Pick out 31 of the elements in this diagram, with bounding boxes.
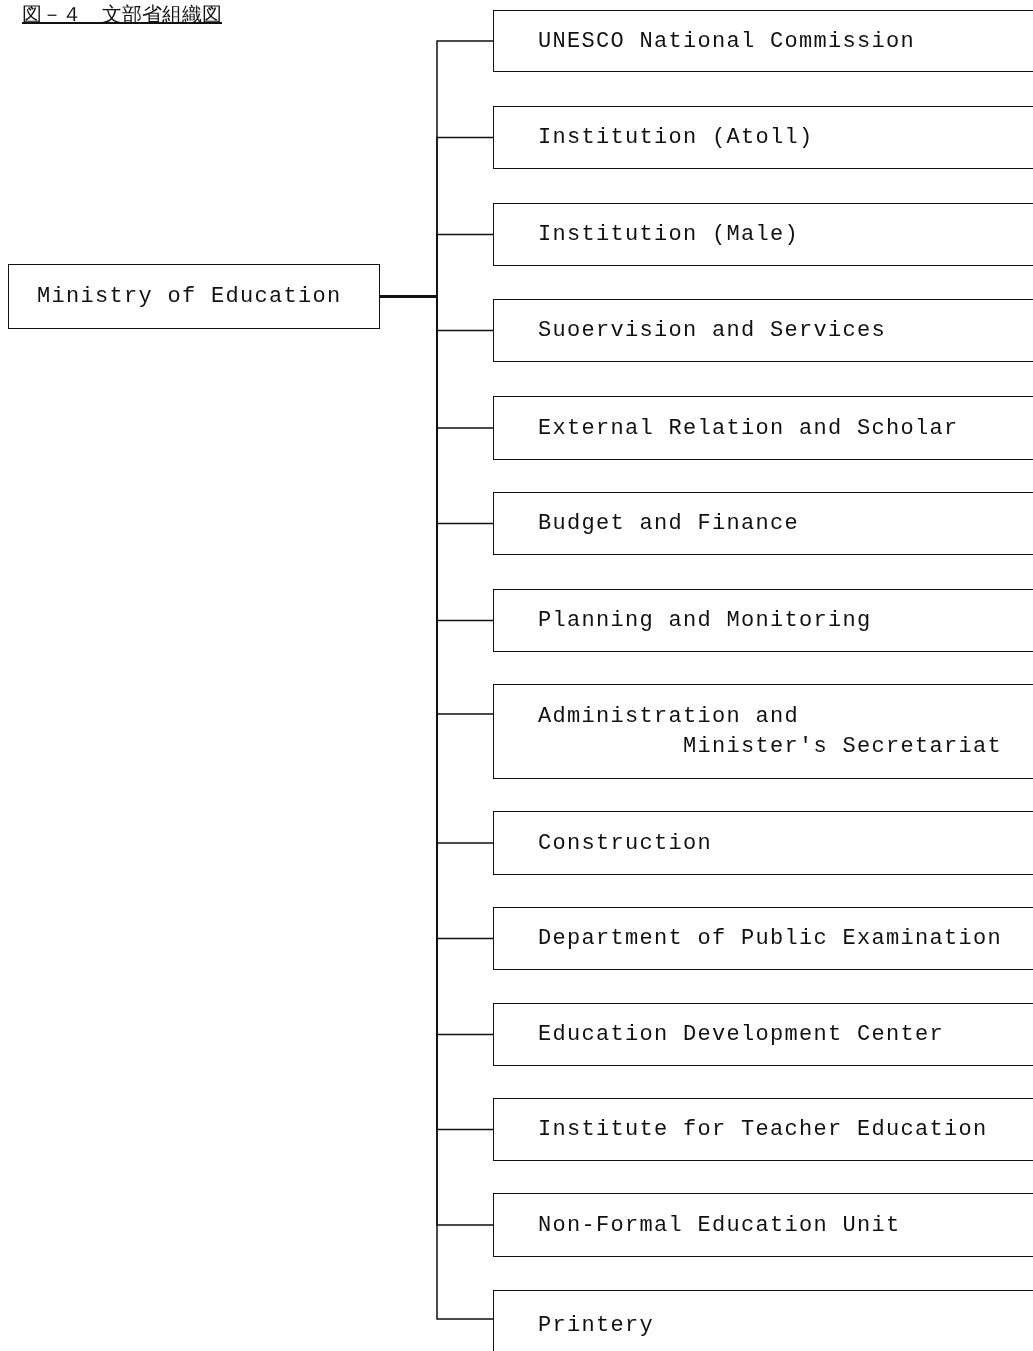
unit-label: Institution (Male)	[538, 222, 800, 247]
unit-box	[493, 907, 1033, 970]
unit-label: External Relation and Scholar	[538, 415, 959, 441]
unit-box	[493, 1003, 1033, 1066]
unit-label: Institute for Teacher Education	[538, 1117, 988, 1142]
unit-label: Suoervision and Services	[538, 318, 887, 343]
unit-label: Non-Formal Education Unit	[538, 1212, 901, 1238]
unit-box	[493, 299, 1033, 362]
unit-box	[493, 203, 1033, 266]
unit-label: Printery	[538, 1312, 655, 1338]
unit-label: Construction	[538, 830, 713, 856]
unit-label: Education Development Center	[538, 1022, 945, 1047]
unit-box	[493, 10, 1033, 72]
ministry-box	[8, 264, 380, 329]
unit-label: Administration and Minister's Secretariat	[538, 702, 1002, 761]
unit-box	[493, 396, 1033, 460]
unit-box	[493, 684, 1033, 779]
unit-label: UNESCO National Commission	[538, 28, 916, 54]
unit-box	[493, 492, 1033, 555]
unit-label: Planning and Monitoring	[538, 608, 872, 633]
unit-box	[493, 1290, 1033, 1351]
unit-box	[493, 106, 1033, 169]
unit-label: Budget and Finance	[538, 511, 800, 536]
unit-label: Institution (Atoll)	[538, 125, 814, 150]
unit-box	[493, 1098, 1033, 1161]
unit-box	[493, 1193, 1033, 1257]
figure-title: 図－４ 文部省組織図	[22, 2, 222, 26]
ministry-label: Ministry of Education	[37, 284, 342, 309]
unit-box	[493, 589, 1033, 652]
unit-box	[493, 811, 1033, 875]
unit-label: Department of Public Examination	[538, 926, 1003, 951]
